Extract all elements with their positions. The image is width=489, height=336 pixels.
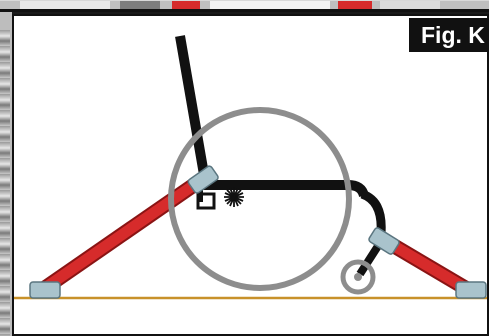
- sunburst-icon: [224, 187, 244, 207]
- caster-hub: [354, 273, 362, 281]
- lower-right-cap: [456, 282, 486, 298]
- side-photo-strip: [0, 30, 10, 336]
- figure-label: Fig. K: [409, 18, 487, 52]
- backrest: [180, 36, 206, 186]
- top-strip-photo: [0, 1, 489, 12]
- lower-left-cap: [30, 282, 60, 298]
- diagram-frame: Fig. K: [12, 14, 489, 336]
- top-photo-strip: [0, 0, 489, 12]
- seat-frame: [200, 185, 364, 196]
- wheelchair: [180, 36, 381, 274]
- wheelchair-diagram: [14, 16, 487, 334]
